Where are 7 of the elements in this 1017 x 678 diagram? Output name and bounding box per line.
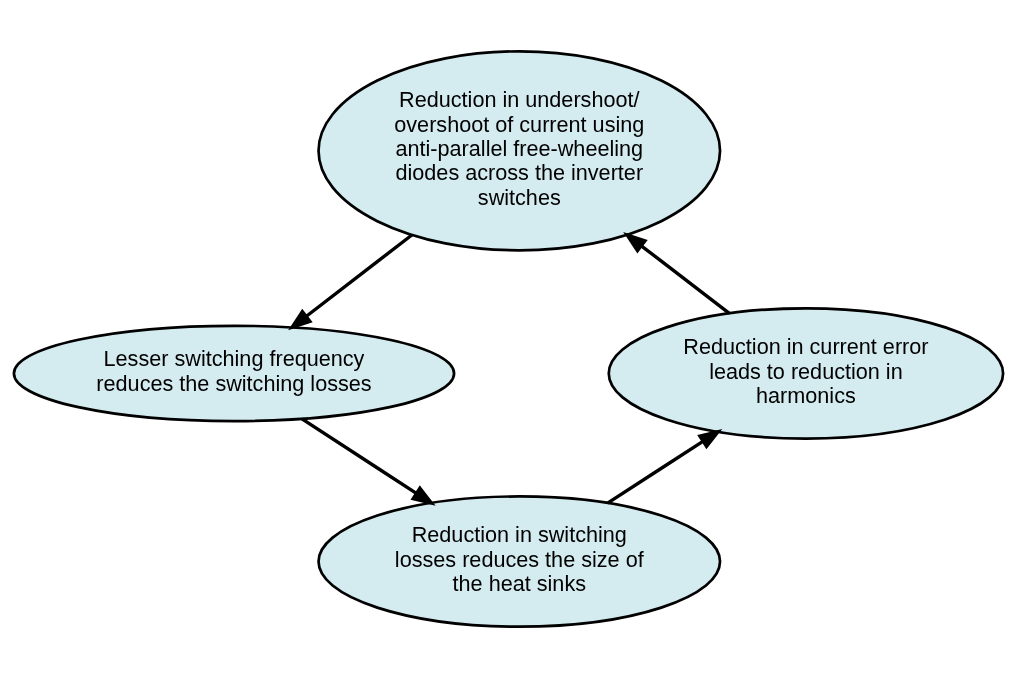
arrow <box>288 233 413 331</box>
arrow <box>301 417 436 506</box>
arrow <box>623 231 731 315</box>
arrow <box>606 428 723 505</box>
node-ellipse: Lesser switching frequency reduces the switching losses <box>12 324 456 423</box>
node-ellipse: Reduction in current error leads to reduction in harmonics <box>607 306 1005 440</box>
node-ellipse: Reduction in switching losses reduces the size of the heat sinks <box>317 495 722 629</box>
